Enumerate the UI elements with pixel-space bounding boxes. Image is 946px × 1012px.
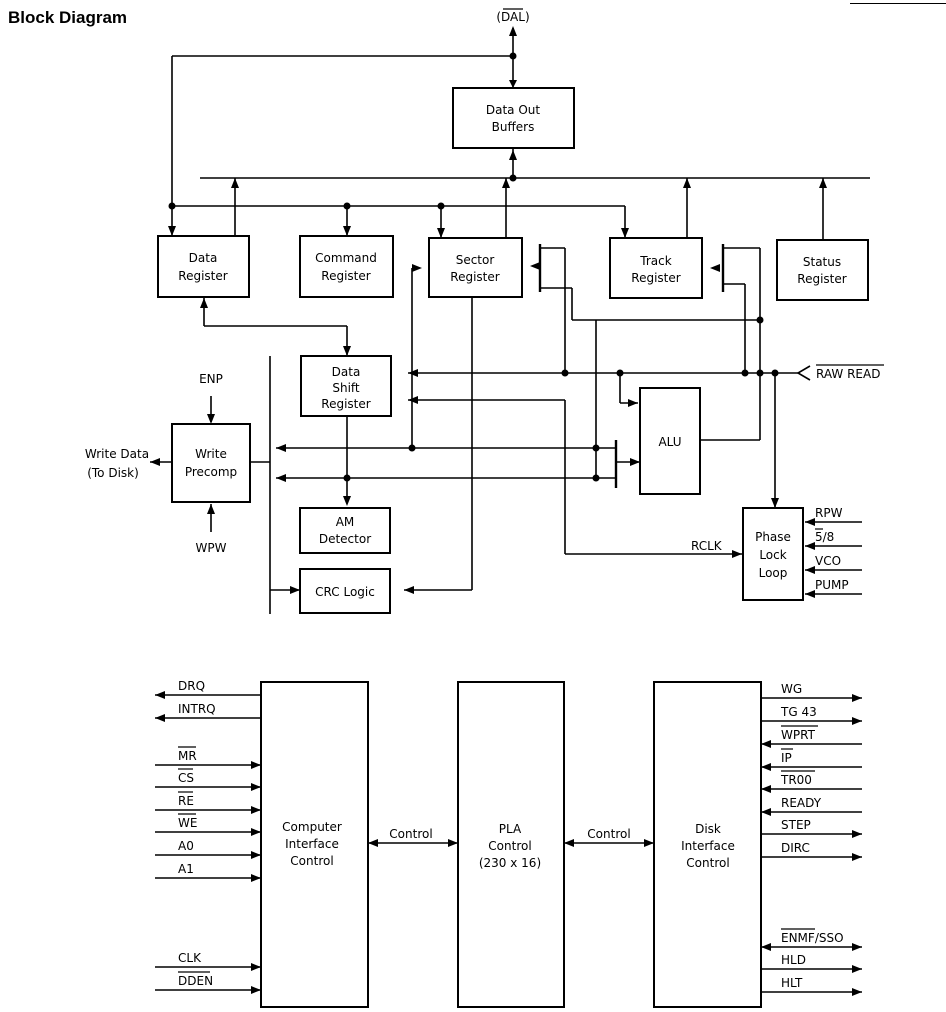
cpu-signal-label: A0 <box>178 839 194 853</box>
cpu-signal-label: DDEN <box>178 974 213 988</box>
pla-control-label: PLA <box>499 822 522 836</box>
disk-signal-label: STEP <box>781 818 811 832</box>
alu-label: ALU <box>658 435 681 449</box>
pla-control-block: PLA Control (230 x 16) <box>457 681 565 1008</box>
command-register-label: Command <box>315 251 377 265</box>
computer-interface-control-label: Computer <box>282 820 342 834</box>
page-title: Block Diagram <box>8 8 128 27</box>
disk-signal-label: HLT <box>781 976 803 990</box>
control-link-label: Control <box>587 827 630 841</box>
dal-label: (DAL) <box>496 10 529 24</box>
data-out-buffers-label: Buffers <box>492 120 535 134</box>
am-detector-block: AM Detector <box>299 507 391 554</box>
disk-signal-label: ENMF/SSO <box>781 931 844 945</box>
write-precomp-label: Precomp <box>185 465 237 479</box>
pll-input-label: RPW <box>815 506 843 520</box>
status-register-label: Register <box>797 272 846 286</box>
data-shift-register-block: Data Shift Register <box>300 355 392 417</box>
disk-signal-label: TR00 <box>780 773 812 787</box>
crc-logic-block: CRC Logic <box>299 568 391 614</box>
cpu-signal-label: DRQ <box>178 679 205 693</box>
data-shift-register-label: Register <box>321 397 370 411</box>
header-rule <box>850 3 946 4</box>
data-register-label: Register <box>178 269 227 283</box>
cpu-signal-label: WE <box>178 816 197 830</box>
cpu-signal-label: CLK <box>178 951 202 965</box>
data-register-block: Data Register <box>157 235 250 298</box>
track-register-label: Register <box>631 271 680 285</box>
control-link-label: Control <box>389 827 432 841</box>
computer-interface-control-label: Interface <box>285 837 339 851</box>
alu-block: ALU <box>639 387 701 495</box>
write-data-label: (To Disk) <box>87 466 139 480</box>
command-register-block: Command Register <box>299 235 394 298</box>
pll-input-label: VCO <box>815 554 841 568</box>
am-detector-label: AM <box>336 515 355 529</box>
disk-interface-control-label: Control <box>686 856 729 870</box>
disk-side-signals: WG TG 43 WPRT IP TR00 READY STEP DIRC EN… <box>761 682 862 996</box>
track-register-block: Track Register <box>609 237 703 299</box>
am-detector-label: Detector <box>319 532 371 546</box>
disk-signal-label: READY <box>781 796 822 810</box>
wpw-label: WPW <box>196 541 227 555</box>
status-register-block: Status Register <box>776 239 869 301</box>
disk-signal-label: TG 43 <box>780 705 817 719</box>
pla-control-label: (230 x 16) <box>479 856 541 870</box>
sector-register-label: Sector <box>456 253 495 267</box>
phase-lock-loop-block: Phase Lock Loop <box>742 507 804 601</box>
phase-lock-loop-label: Phase <box>755 530 791 544</box>
pla-control-label: Control <box>488 839 531 853</box>
disk-signal-label: DIRC <box>781 841 810 855</box>
cpu-signal-label: A1 <box>178 862 194 876</box>
sector-register-block: Sector Register <box>428 237 523 298</box>
junction-dots <box>168 52 779 482</box>
upper-signal-labels: (DAL) ENP WPW Write Data (To Disk) RAW R… <box>85 8 884 592</box>
phase-lock-loop-label: Lock <box>759 548 786 562</box>
computer-interface-control-label: Control <box>290 854 333 868</box>
status-register-label: Status <box>803 255 841 269</box>
sector-register-label: Register <box>450 270 499 284</box>
pll-input-label: 5/8 <box>815 530 834 544</box>
rclk-label: RCLK <box>691 539 723 553</box>
disk-signal-label: HLD <box>781 953 806 967</box>
cpu-signal-label: CS <box>178 771 194 785</box>
crc-logic-label: CRC Logic <box>315 585 375 599</box>
write-precomp-block: Write Precomp <box>171 423 251 503</box>
disk-signal-label: WG <box>781 682 802 696</box>
disk-interface-control-block: Disk Interface Control <box>653 681 762 1008</box>
cpu-signal-label: MR <box>178 749 197 763</box>
pll-input-label: PUMP <box>815 578 849 592</box>
data-out-buffers-block: Data Out Buffers <box>452 87 575 149</box>
data-shift-register-label: Shift <box>332 381 360 395</box>
write-data-label: Write Data <box>85 447 149 461</box>
command-register-label: Register <box>321 269 370 283</box>
enp-label: ENP <box>199 372 223 386</box>
data-out-buffers-label: Data Out <box>486 103 541 117</box>
computer-interface-control-block: Computer Interface Control <box>260 681 369 1008</box>
data-shift-register-label: Data <box>332 365 361 379</box>
track-register-label: Track <box>639 254 671 268</box>
raw-read-label: RAW READ <box>816 367 880 381</box>
disk-interface-control-label: Disk <box>695 822 721 836</box>
cpu-signal-label: RE <box>178 794 194 808</box>
disk-interface-control-label: Interface <box>681 839 735 853</box>
control-links: Control Control <box>368 827 654 847</box>
cpu-signal-label: INTRQ <box>178 702 216 716</box>
upper-arrowheads <box>150 26 827 598</box>
computer-side-signals: DRQ INTRQ MR CS RE WE A0 A1 CLK DDEN <box>155 679 261 994</box>
data-register-label: Data <box>189 251 218 265</box>
disk-signal-label: WPRT <box>781 728 816 742</box>
write-precomp-label: Write <box>195 447 227 461</box>
disk-signal-label: IP <box>781 751 792 765</box>
phase-lock-loop-label: Loop <box>759 566 788 580</box>
